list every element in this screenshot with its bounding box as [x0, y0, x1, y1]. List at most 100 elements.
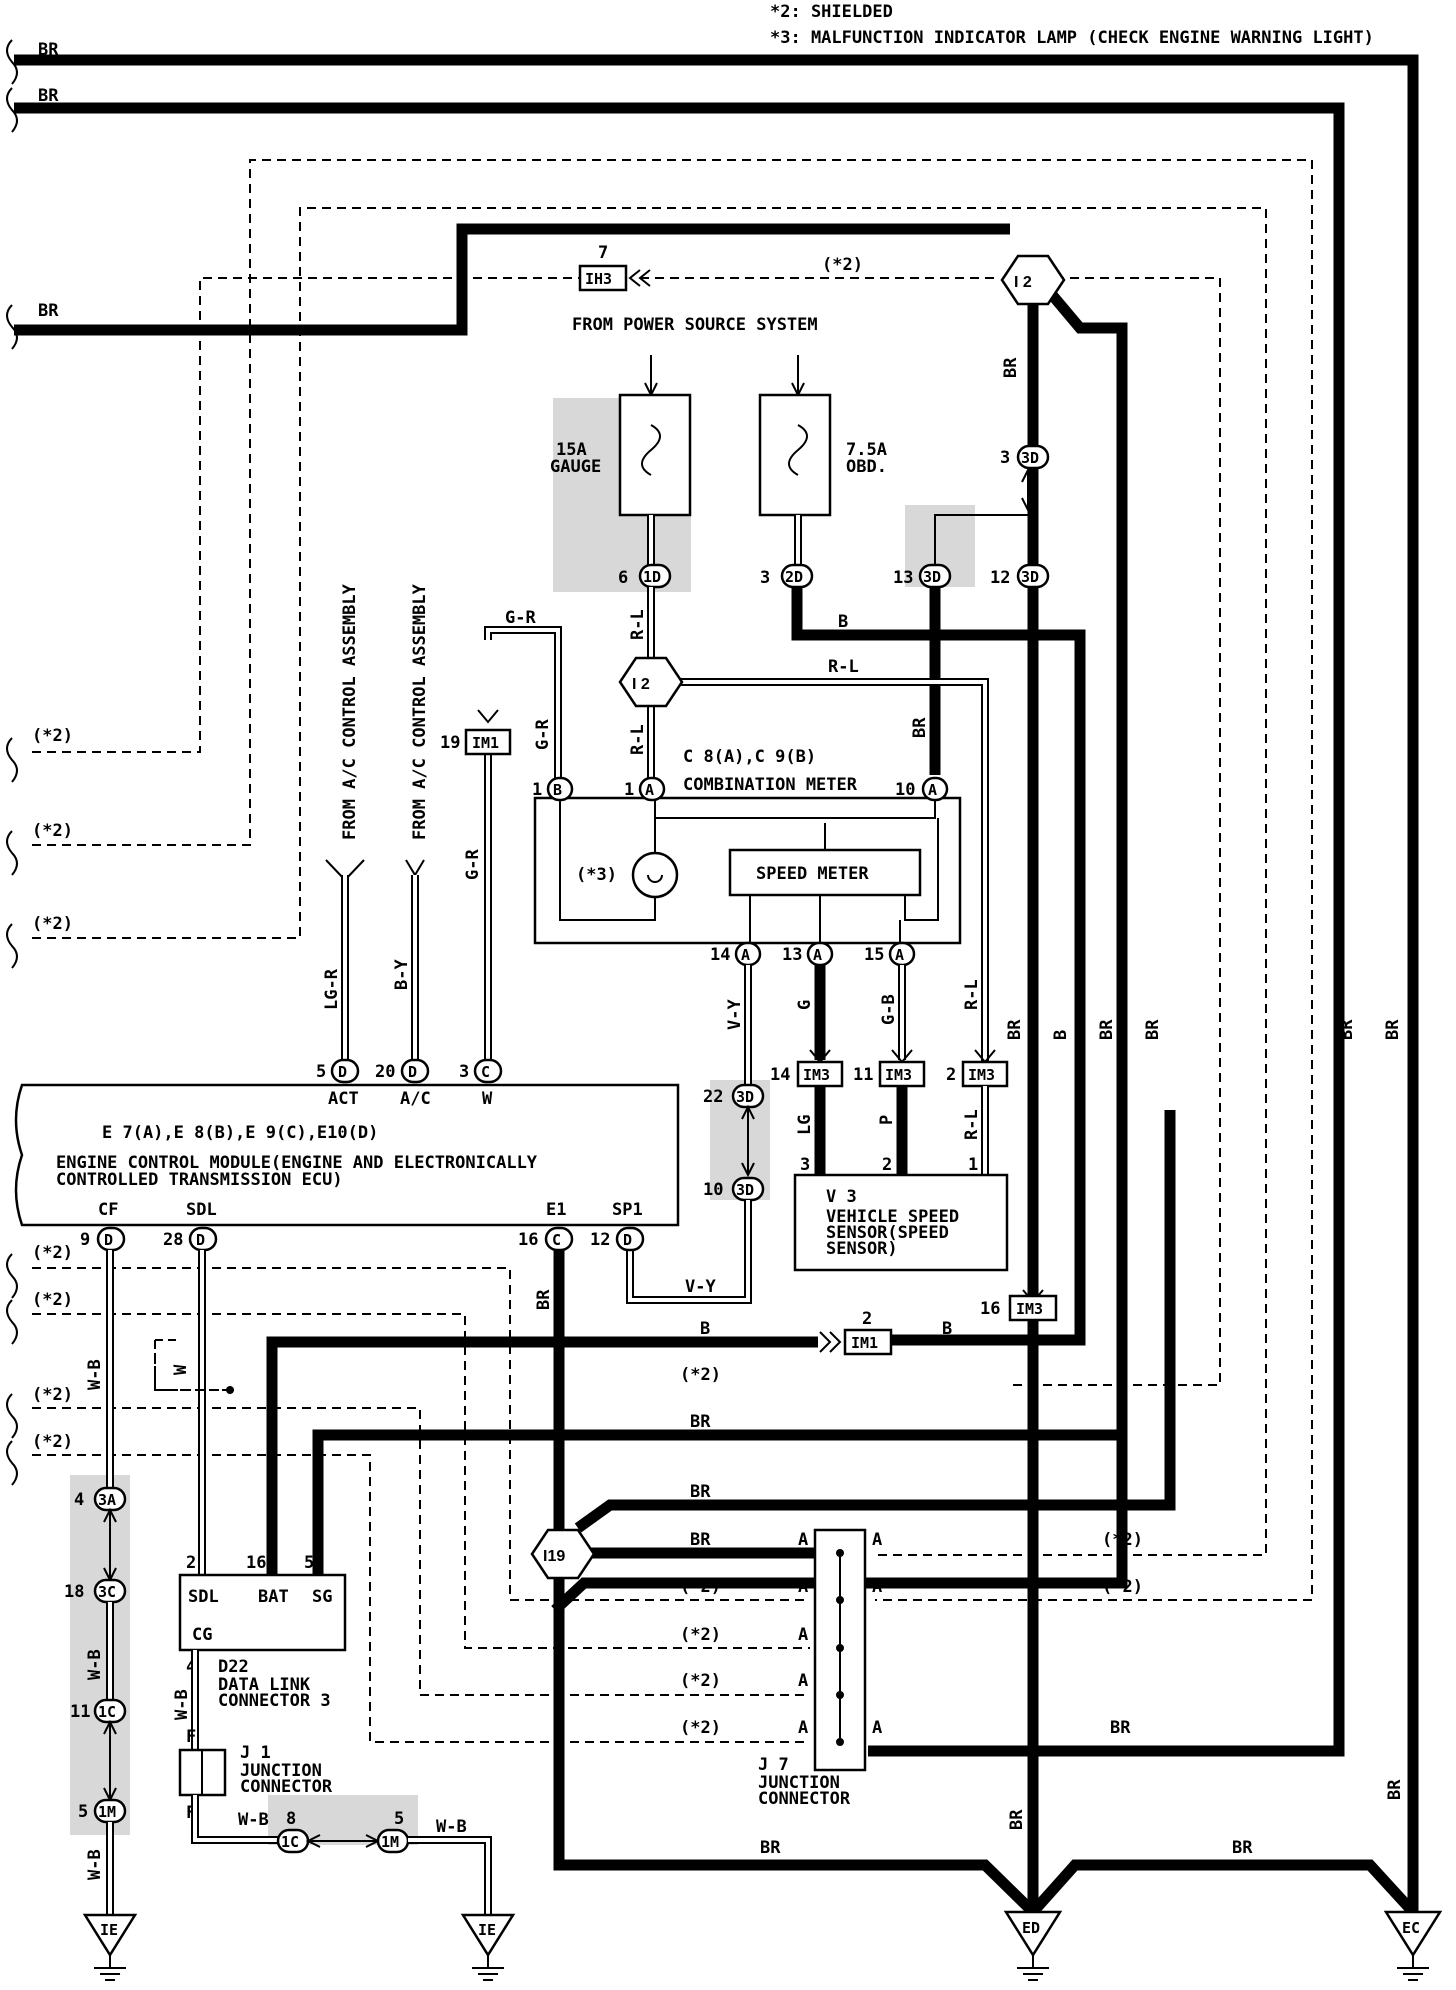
j7-id: J 7: [758, 1755, 789, 1775]
j7-line1: JUNCTION: [758, 1773, 840, 1793]
shade-3a: [70, 1475, 130, 1835]
shield-line-8: [154, 1340, 235, 1391]
pin-3a-4: 4: [74, 1490, 84, 1510]
dlc-pin-2: 2: [186, 1553, 196, 1573]
ecm-line1: ENGINE CONTROL MODULE(ENGINE AND ELECTRO…: [56, 1153, 538, 1173]
wire-label-br-meter: BR: [910, 717, 930, 738]
ecm-28d-num: 28: [163, 1230, 183, 1250]
shield-label-6: (*2): [32, 1385, 73, 1405]
vehicle-speed-sensor: [793, 1173, 1009, 1272]
br-wire-top-2: [14, 102, 1345, 1757]
meter-pin-1a: [638, 776, 666, 802]
wire-label-b-2: B: [1051, 1030, 1071, 1040]
junction-i2-top: [1000, 254, 1066, 306]
connector-im3-16-label: IM3: [1016, 1300, 1043, 1318]
ground-ie-2-label: IE: [478, 1921, 496, 1939]
dlc-line1: DATA LINK: [218, 1675, 311, 1695]
wire-label-gr-1: G-R: [505, 608, 536, 628]
ground-ie-1: [82, 1913, 138, 1958]
wire-label-br-2: BR: [38, 86, 59, 106]
meter-pin-15a-num: 15: [864, 945, 884, 965]
shield-line-1: [32, 277, 580, 753]
connector-im3-11-label: IM3: [885, 1066, 912, 1084]
from-ac-label-1: FROM A/C CONTROL ASSEMBLY: [340, 583, 360, 840]
ecm-9d-num: 9: [80, 1230, 90, 1250]
sensor-line3: SENSOR): [826, 1239, 898, 1259]
wire-label-br-6: BR: [1005, 1019, 1025, 1040]
shield-label-j7-6: (*2): [680, 1718, 721, 1738]
dlc-bat: BAT: [258, 1587, 289, 1607]
connector-3c-label: 3C: [98, 1583, 116, 1601]
connector-1m-5-label: 1M: [381, 1833, 399, 1851]
fuse-gauge-name: GAUGE: [550, 457, 601, 477]
j1-id: J 1: [240, 1743, 271, 1763]
wire-label-wb-1: W-B: [85, 1359, 105, 1390]
engine-control-module: [14, 1083, 680, 1227]
pin-3d-13: 13: [893, 568, 913, 588]
connector-ih3-label: IH3: [585, 270, 612, 288]
wire-label-b-1: B: [838, 612, 848, 632]
meter-pin-10a-letter: A: [928, 781, 937, 799]
wire-label-wb-2: W-B: [85, 1649, 105, 1680]
ecm-28d-letter: D: [196, 1231, 205, 1249]
j7-a5: A: [798, 1718, 808, 1738]
j7-a6: A: [872, 1530, 882, 1550]
j7-a3: A: [798, 1625, 808, 1645]
dlc-line2: CONNECTOR 3: [218, 1691, 331, 1711]
fuse-gauge-rating: 15A: [556, 440, 587, 460]
ecm-3c-num: 3: [459, 1062, 469, 1082]
note-mil: *3: MALFUNCTION INDICATOR LAMP (CHECK EN…: [770, 28, 1374, 48]
data-link-connector: [178, 1573, 347, 1652]
shield-label-mid: (*2): [680, 1365, 721, 1385]
ecm-ids: E 7(A),E 8(B),E 9(C),E10(D): [102, 1123, 378, 1143]
dlc-pin-5: 5: [304, 1553, 314, 1573]
meter-pin-10a-num: 10: [895, 780, 915, 800]
j7-a2: A: [798, 1577, 808, 1597]
pin-im3-11: 11: [853, 1065, 873, 1085]
connector-3d-22-label: 3D: [736, 1088, 754, 1106]
shield-label-1: (*2): [32, 726, 73, 746]
shield-label-top: (*2): [822, 255, 863, 275]
connector-3d-3-label: 3D: [1021, 449, 1039, 467]
wire-label-wb-3: W-B: [85, 1849, 105, 1880]
connector-3d-10-label: 3D: [736, 1181, 754, 1199]
pin-1c-8: 8: [286, 1809, 296, 1829]
br-wire-top-1: [14, 54, 1419, 1912]
mil-label: (*3): [576, 865, 617, 885]
wire-label-vy-2: V-Y: [685, 1277, 716, 1297]
wire-label-gb: G-B: [879, 994, 899, 1025]
meter-pin-15a-letter: A: [895, 946, 904, 964]
wire-label-vy-1: V-Y: [725, 999, 745, 1030]
ecm-5d-letter: D: [338, 1063, 347, 1081]
wire-label-br-13: BR: [690, 1412, 711, 1432]
wire-label-rl-4: R-L: [962, 979, 982, 1010]
pin-2d-3: 3: [760, 568, 770, 588]
ecm-cf: CF: [98, 1200, 118, 1220]
shield-line-4: [32, 1267, 810, 1601]
connector-im3-14-label: IM3: [803, 1066, 830, 1084]
j7-a8: A: [872, 1718, 882, 1738]
pin-1m-5b: 5: [394, 1809, 404, 1829]
meter-pin-1b-num: 1: [532, 780, 542, 800]
ecm-w: W: [482, 1089, 493, 1109]
wire-label-rl-5: R-L: [962, 1109, 982, 1140]
pin-1c-11: 11: [70, 1702, 90, 1722]
j1-f-top: F: [186, 1727, 196, 1747]
j7-a1: A: [798, 1530, 808, 1550]
sensor-pin-2: 2: [882, 1155, 892, 1175]
from-ac-label-2: FROM A/C CONTROL ASSEMBLY: [410, 583, 430, 840]
connector-im3-2-label: IM3: [968, 1066, 995, 1084]
sensor-pin-3: 3: [800, 1155, 810, 1175]
pin-1d-6: 6: [618, 568, 628, 588]
wire-label-lg: LG: [795, 1115, 815, 1135]
fuse-obd: [758, 393, 832, 517]
pin-1m-5: 5: [78, 1802, 88, 1822]
wire-label-br-e1: BR: [534, 1289, 554, 1310]
pin-im3-16: 16: [980, 1299, 1000, 1319]
connector-1c-label: 1C: [98, 1703, 116, 1721]
shield-line-5: [32, 1313, 810, 1649]
dlc-cg: CG: [192, 1625, 212, 1645]
ecm-connector-20d: [400, 1058, 430, 1084]
connector-2d-label: 2D: [785, 568, 803, 586]
